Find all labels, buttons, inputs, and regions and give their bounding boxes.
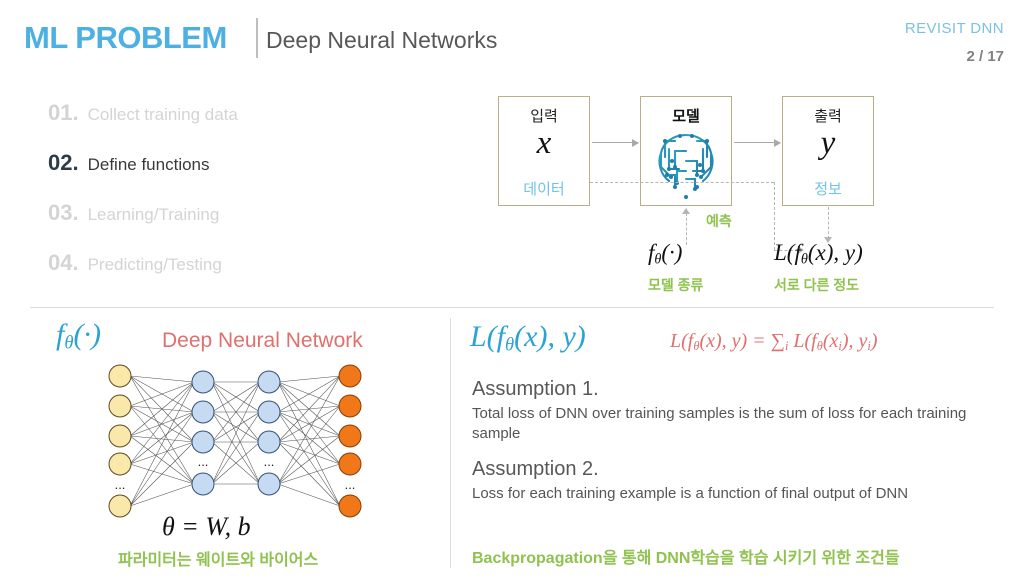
step-number: 04. (48, 250, 79, 275)
arrow-input-to-model (592, 138, 639, 147)
model-function-formula: fθ(·) (648, 240, 682, 269)
loss-symbol-head: L(f (470, 320, 506, 353)
assumption-1-heading: Assumption 1. (472, 378, 599, 400)
input-box: 입력 x 데이터 (498, 96, 590, 206)
output-box-title: 출력 (814, 108, 842, 125)
pipeline-diagram: 입력 x 데이터 모델 (470, 85, 1010, 300)
parameter-caption: 파라미터는 웨이트와 바이어스 (118, 552, 319, 569)
model-function-caption: 모델 종류 (648, 277, 704, 293)
slide-header: ML PROBLEM Deep Neural Networks REVISIT … (0, 0, 1024, 80)
assumption-2-body: Loss for each training example is a func… (472, 485, 909, 502)
dnn-panel: fθ(·) Deep Neural Network (40, 318, 440, 569)
dashed-line-x-to-loss (590, 182, 774, 183)
predict-label: 예측 (706, 213, 732, 229)
output-box: 출력 y 정보 (782, 96, 874, 206)
title-divider (256, 18, 258, 58)
dashed-line-fn-to-model (686, 213, 687, 245)
step-label: Collect training data (87, 105, 238, 124)
dashed-line-to-loss-arrow (774, 250, 798, 251)
input-box-caption: 데이터 (523, 181, 565, 198)
step-label: Predicting/Testing (87, 255, 222, 274)
loss-fn-head: L(f (774, 240, 801, 265)
dashed-arrowhead-loss (798, 246, 804, 254)
dashed-arrowhead-y-loss (824, 237, 832, 243)
loss-eq-p3: L(f (788, 330, 817, 352)
input-box-symbol: x (536, 125, 552, 161)
step-label: Learning/Training (87, 205, 220, 224)
dashed-line-down-to-loss (774, 182, 775, 250)
neural-network-diagram: ... ... ... ... (102, 364, 372, 519)
step-number: 03. (48, 200, 79, 225)
svg-text:...: ... (198, 454, 209, 469)
page-number: 2 / 17 (966, 48, 1004, 65)
dnn-fn-theta: θ (64, 332, 74, 354)
loss-function-formula: L(fθ(x), y) (774, 240, 863, 269)
dashed-arrowhead-model (682, 208, 690, 214)
loss-fn-tail: (x), y) (807, 240, 863, 265)
page-subtitle: Deep Neural Networks (266, 27, 498, 53)
dashed-line-y-to-loss (828, 207, 829, 239)
dnn-heading: Deep Neural Network (162, 329, 363, 352)
loss-symbol: L(fθ(x), y) (470, 320, 586, 357)
step-list: 01. Collect training data 02. Define fun… (48, 100, 408, 300)
model-box-title: 모델 (672, 108, 700, 125)
loss-eq-i: i (784, 339, 789, 354)
dnn-function-symbol: fθ(·) (56, 318, 101, 355)
chapter-label: REVISIT DNN (904, 20, 1004, 37)
loss-panel: L(fθ(x), y) L(fθ(x), y) = ∑i L(fθ(xi), y… (470, 318, 1015, 568)
loss-eq-p4: (xi), yi) (822, 330, 878, 354)
step-item-02[interactable]: 02. Define functions (48, 150, 408, 200)
arrow-model-to-output (734, 138, 781, 147)
loss-eq-theta2: θ (816, 339, 823, 354)
page-title: ML PROBLEM (24, 20, 227, 55)
loss-eq-p1: L(f (670, 330, 694, 352)
svg-text:...: ... (264, 454, 275, 469)
svg-text:...: ... (115, 477, 126, 492)
backpropagation-footer: Backpropagation을 통해 DNN학습을 학습 시키기 위한 조건들 (472, 550, 900, 567)
step-item-01[interactable]: 01. Collect training data (48, 100, 408, 150)
model-fn-theta: θ (654, 251, 662, 268)
step-item-03[interactable]: 03. Learning/Training (48, 200, 408, 250)
loss-symbol-theta: θ (505, 334, 515, 356)
loss-eq-theta1: θ (693, 339, 700, 354)
output-box-caption: 정보 (814, 181, 842, 198)
vertical-divider (450, 318, 451, 568)
step-number: 01. (48, 100, 79, 125)
theta-equation: θ = W, b (162, 512, 251, 541)
model-fn-f: f (648, 240, 655, 265)
assumption-2-heading: Assumption 2. (472, 458, 599, 480)
loss-symbol-tail: (x), y) (514, 320, 586, 353)
loss-eq-p2: (x), y) = ∑ (699, 330, 785, 352)
dnn-fn-f: f (56, 318, 65, 351)
dnn-fn-tail: (·) (73, 318, 101, 351)
step-number: 02. (48, 150, 79, 175)
circuit-brain-icon (653, 127, 719, 204)
model-box: 모델 (640, 96, 732, 206)
step-label: Define functions (87, 155, 210, 174)
loss-function-caption: 서로 다른 정도 (774, 277, 860, 293)
input-box-title: 입력 (530, 108, 558, 125)
step-item-04[interactable]: 04. Predicting/Testing (48, 250, 408, 300)
horizontal-divider (30, 307, 994, 308)
loss-fn-theta: θ (800, 251, 808, 268)
assumption-1-body: Total loss of DNN over training samples … (472, 405, 967, 443)
output-box-symbol: y (820, 125, 836, 161)
svg-text:...: ... (345, 477, 356, 492)
model-fn-tail: (·) (661, 240, 683, 265)
loss-equation: L(fθ(x), y) = ∑i L(fθ(xi), yi) (670, 330, 878, 354)
